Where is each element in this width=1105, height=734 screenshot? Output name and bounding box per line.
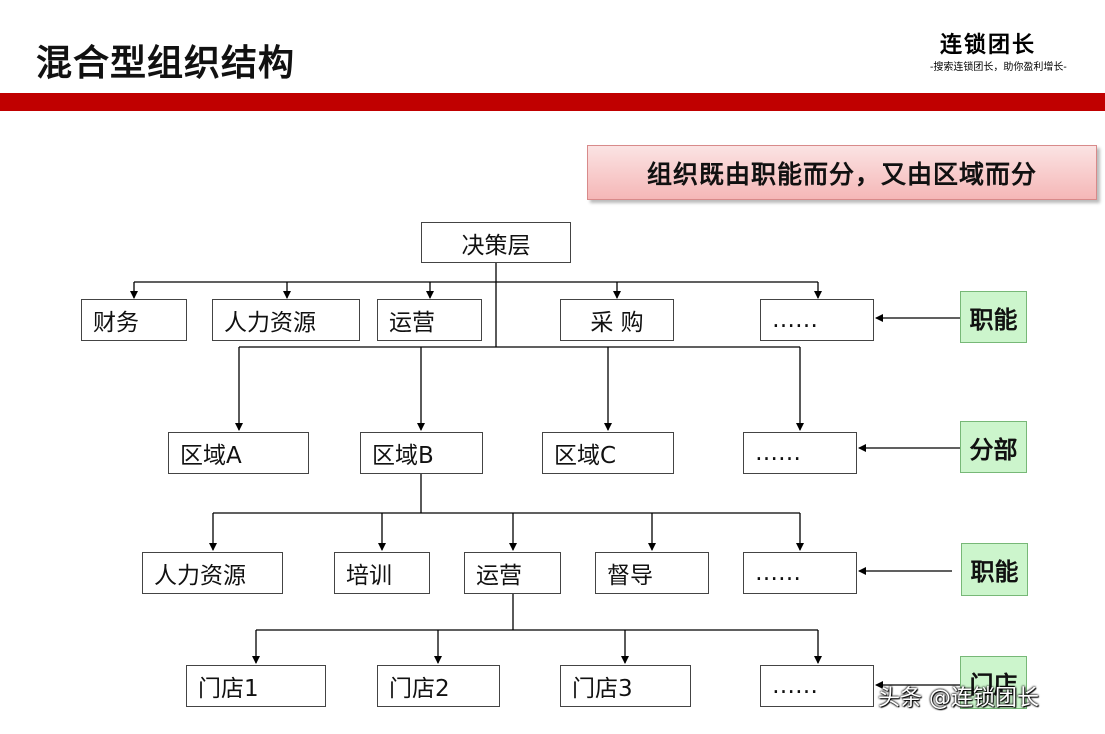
node-region-c: 区域C bbox=[542, 432, 674, 474]
node-operations: 运营 bbox=[377, 299, 482, 341]
node-store-3: 门店3 bbox=[560, 665, 691, 707]
node-more-regions: …… bbox=[743, 432, 857, 474]
node-hr: 人力资源 bbox=[212, 299, 360, 341]
node-region-hr: 人力资源 bbox=[142, 552, 283, 594]
node-training: 培训 bbox=[334, 552, 430, 594]
tag-function-2: 职能 bbox=[961, 543, 1028, 596]
node-supervision: 督导 bbox=[595, 552, 709, 594]
tag-division: 分部 bbox=[960, 421, 1027, 473]
node-store-2: 门店2 bbox=[377, 665, 500, 707]
node-region-operations: 运营 bbox=[464, 552, 561, 594]
node-more-functions: …… bbox=[760, 299, 874, 341]
tag-store: 门店 bbox=[960, 656, 1027, 709]
node-store-1: 门店1 bbox=[186, 665, 326, 707]
node-finance: 财务 bbox=[81, 299, 187, 341]
tag-function-1: 职能 bbox=[960, 291, 1027, 343]
watermark-text: 头条 @连锁团长 bbox=[878, 686, 1039, 711]
node-more-stores: …… bbox=[760, 665, 874, 707]
node-more-departments: …… bbox=[743, 552, 857, 594]
node-region-a: 区域A bbox=[168, 432, 309, 474]
page-title: 混合型组织结构 bbox=[36, 43, 296, 84]
node-decision-layer: 决策层 bbox=[421, 222, 571, 263]
red-divider-band bbox=[0, 93, 1105, 111]
node-purchasing: 采 购 bbox=[560, 299, 674, 341]
brand-logo-text: 连锁团长 bbox=[940, 32, 1037, 58]
brand-slogan: -搜索连锁团长，助你盈利增长- bbox=[930, 62, 1067, 73]
headline-callout: 组织既由职能而分，又由区域而分 bbox=[587, 145, 1097, 200]
node-region-b: 区域B bbox=[360, 432, 483, 474]
